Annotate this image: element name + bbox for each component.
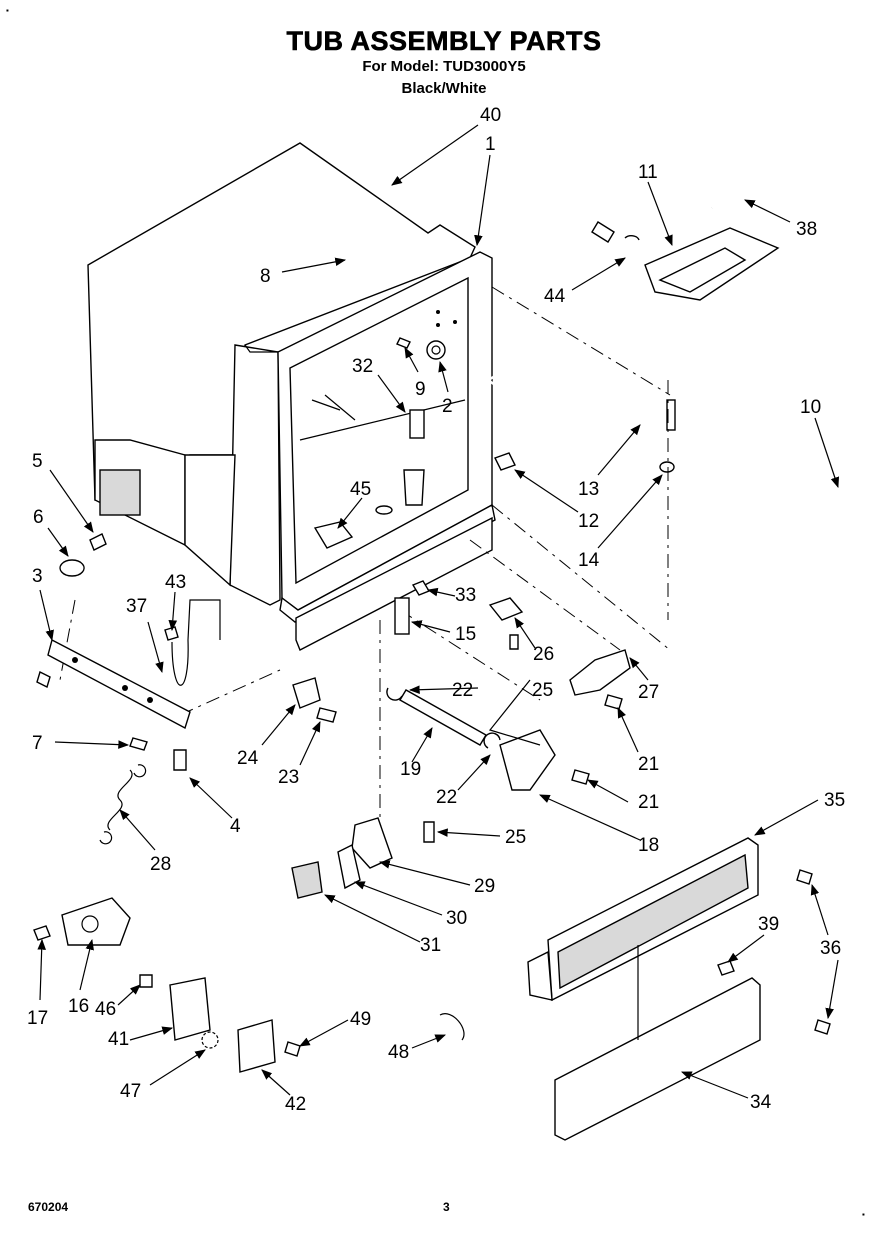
bottom-left-parts: [33, 897, 465, 1073]
toe-panels: [527, 837, 831, 1141]
callout-17: 17: [27, 1008, 48, 1029]
callout-32: 32: [352, 356, 373, 377]
corner-mark-left: ▪: [6, 6, 9, 15]
page-number: 3: [443, 1200, 450, 1214]
wash-arm-support: [313, 310, 457, 549]
callout-6: 6: [33, 507, 44, 528]
leader-lines: [37, 124, 840, 1099]
callout-12: 12: [578, 511, 599, 532]
bottom-center-parts: [291, 817, 435, 899]
callout-21-lower: 21: [638, 792, 659, 813]
callout-1: 1: [485, 134, 496, 155]
callout-19: 19: [400, 759, 421, 780]
color-line: Black/White: [401, 80, 487, 97]
callout-37: 37: [126, 596, 147, 617]
callout-49: 49: [350, 1009, 371, 1030]
callout-44: 44: [544, 286, 566, 307]
callout-38: 38: [796, 219, 817, 240]
callout-28: 28: [150, 854, 171, 875]
callout-3: 3: [32, 566, 43, 587]
callout-29: 29: [474, 876, 495, 897]
callout-numbers: 40 1 11 38 8 44 32 9 2 10 13 5 12 6 45 1…: [27, 105, 845, 1115]
callout-7: 7: [32, 733, 43, 754]
middle-parts: [292, 580, 631, 791]
lower-left-parts: [36, 533, 221, 845]
callout-13: 13: [578, 479, 599, 500]
callout-21-upper: 21: [638, 754, 659, 775]
callout-36: 36: [820, 938, 841, 959]
callout-22-upper: 22: [452, 680, 473, 701]
callout-15: 15: [455, 624, 476, 645]
callout-39: 39: [758, 914, 779, 935]
callout-9: 9: [415, 379, 426, 400]
gaskets: [485, 328, 857, 800]
callout-33: 33: [455, 585, 476, 606]
callout-34: 34: [750, 1092, 772, 1113]
callout-27: 27: [638, 682, 659, 703]
callout-11: 11: [638, 162, 658, 183]
callout-41: 41: [108, 1029, 129, 1050]
callout-4: 4: [230, 816, 241, 837]
callout-31: 31: [420, 935, 441, 956]
callout-30: 30: [446, 908, 467, 929]
callout-22-lower: 22: [436, 787, 457, 808]
callout-5: 5: [32, 451, 43, 472]
callout-2: 2: [442, 396, 453, 417]
callout-35: 35: [824, 790, 845, 811]
model-line: For Model: TUD3000Y5: [362, 58, 526, 75]
alignment-lines: [59, 286, 671, 830]
tub-frame: [277, 251, 496, 651]
document-number: 670204: [28, 1200, 69, 1214]
callout-10: 10: [800, 397, 821, 418]
callout-46: 46: [95, 999, 116, 1020]
callout-8: 8: [260, 266, 271, 287]
tub-shell: [87, 142, 476, 606]
callout-40: 40: [480, 105, 501, 126]
callout-14: 14: [578, 550, 600, 571]
callout-43: 43: [165, 572, 186, 593]
callout-26: 26: [533, 644, 554, 665]
callout-45: 45: [350, 479, 371, 500]
callout-25-lower: 25: [505, 827, 526, 848]
callout-23: 23: [278, 767, 299, 788]
callout-47: 47: [120, 1081, 141, 1102]
page-title: TUB ASSEMBLY PARTS: [286, 26, 602, 57]
corner-mark-right: ▪: [862, 1210, 865, 1219]
hose-and-vent: [568, 144, 780, 301]
callout-25-upper: 25: [532, 680, 553, 701]
callout-24: 24: [237, 748, 259, 769]
callout-18: 18: [638, 835, 659, 856]
callout-42: 42: [285, 1094, 306, 1115]
callout-48: 48: [388, 1042, 409, 1063]
callout-16: 16: [68, 996, 89, 1017]
